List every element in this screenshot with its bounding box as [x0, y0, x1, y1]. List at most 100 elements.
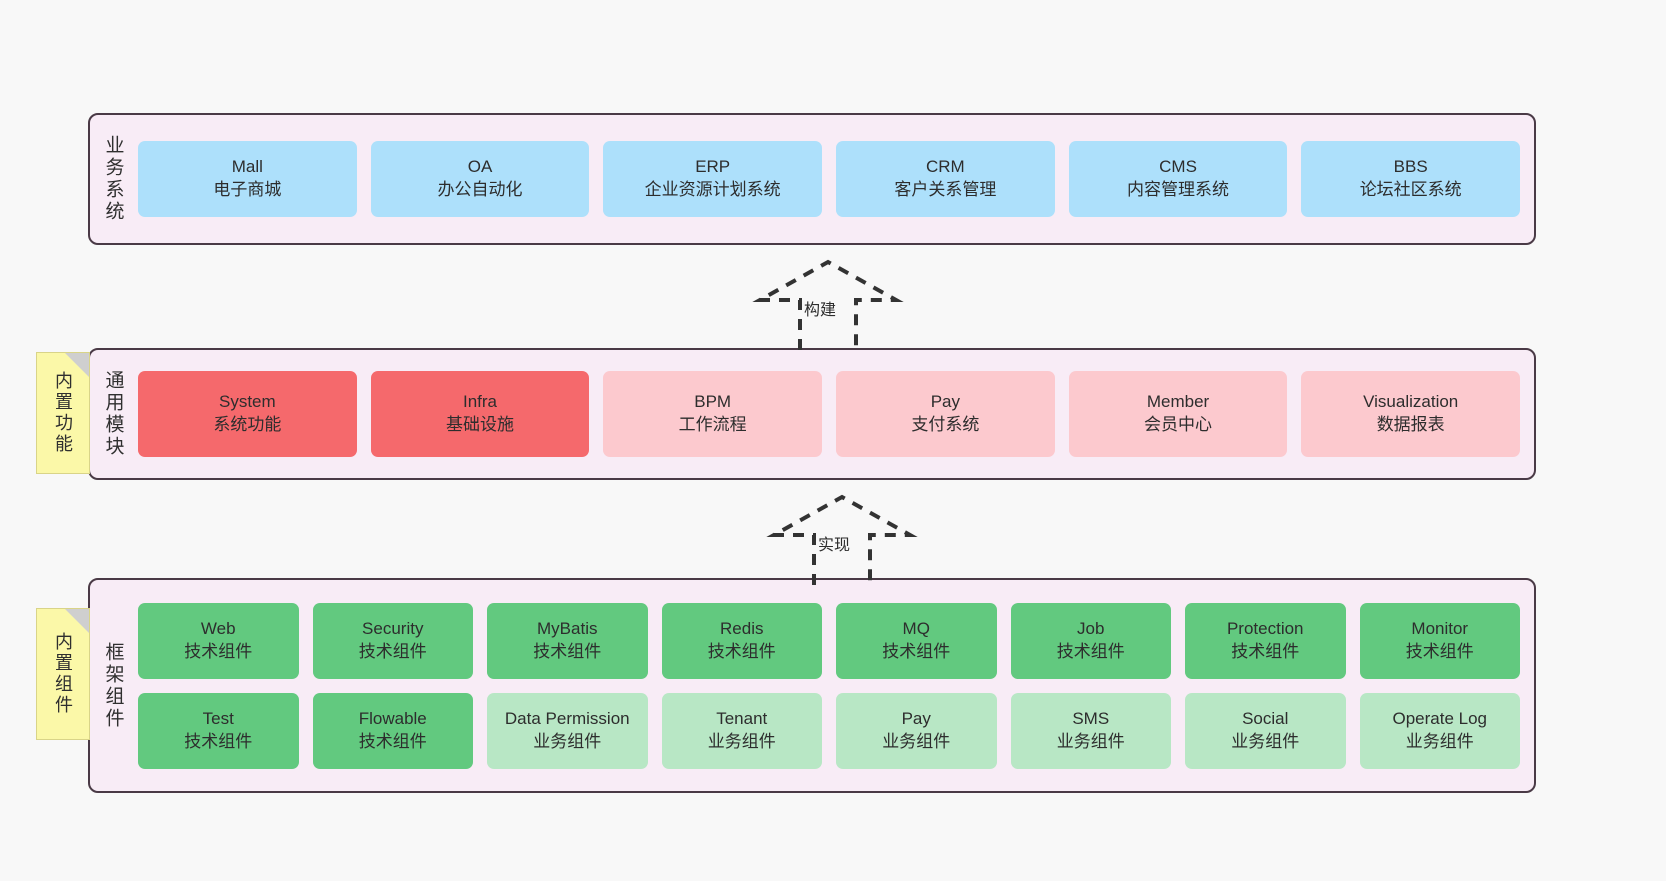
business-card-cms[interactable]: CMS 内容管理系统	[1068, 141, 1288, 217]
module-card-system[interactable]: System 系统功能	[138, 371, 357, 457]
framework-card-protection[interactable]: Protection 技术组件	[1185, 602, 1346, 679]
box-subtitle: 技术组件	[358, 641, 427, 661]
box-title: BPM	[694, 392, 732, 412]
framework-card-test[interactable]: Test 技术组件	[138, 692, 299, 769]
layer-business-label: 业务系统	[102, 135, 124, 223]
box-title: BBS	[1393, 157, 1428, 177]
layer-framework-label: 框架组件	[102, 641, 124, 730]
box-title: CMS	[1159, 157, 1197, 177]
framework-card-sms[interactable]: SMS 业务组件	[1010, 692, 1171, 769]
box-title: Flowable	[358, 708, 427, 728]
framework-card-flowable[interactable]: Flowable 技术组件	[312, 692, 473, 769]
box-title: CRM	[925, 157, 965, 177]
layer-business-system: 业务系统 Mall 电子商城 OA 办公自动化 ERP 企业资源计划系统 CRM 客户关系管理…	[88, 113, 1536, 245]
box-subtitle: 基础设施	[446, 415, 514, 434]
box-subtitle: 办公自动化	[437, 180, 523, 199]
framework-card-mq[interactable]: MQ 技术组件	[836, 602, 997, 679]
box-subtitle: 业务组件	[533, 731, 602, 751]
box-title: SMS	[1072, 708, 1110, 728]
box-subtitle: 技术组件	[1405, 641, 1474, 661]
box-title: Web	[200, 618, 236, 638]
box-title: Infra	[462, 392, 498, 412]
framework-card-monitor[interactable]: Monitor 技术组件	[1359, 602, 1520, 679]
business-card-erp[interactable]: ERP 企业资源计划系统	[603, 141, 823, 217]
connector-build-label: 构建	[804, 302, 837, 319]
module-card-pay[interactable]: Pay 支付系统	[836, 371, 1055, 457]
business-card-crm[interactable]: CRM 客户关系管理	[836, 141, 1055, 217]
sticky-note-builtin-components: 内置组件	[36, 608, 90, 740]
box-subtitle: 电子商城	[213, 180, 282, 199]
box-subtitle: 技术组件	[358, 731, 427, 751]
connector-implement-arrow: 实现	[766, 493, 918, 585]
framework-card-pay[interactable]: Pay 业务组件	[836, 692, 997, 769]
module-card-bpm[interactable]: BPM 工作流程	[603, 371, 823, 457]
box-subtitle: 业务组件	[1405, 731, 1474, 751]
box-title: OA	[467, 157, 493, 177]
box-title: Visualization	[1363, 392, 1459, 412]
framework-card-web[interactable]: Web 技术组件	[138, 602, 299, 679]
sticky-note-builtin-components-text: 内置组件	[53, 632, 73, 716]
box-subtitle: 业务组件	[1056, 731, 1125, 751]
business-card-bbs[interactable]: BBS 论坛社区系统	[1301, 141, 1521, 217]
box-title: System	[218, 392, 276, 412]
business-card-oa[interactable]: OA 办公自动化	[370, 141, 590, 217]
box-subtitle: 数据报表	[1376, 415, 1445, 434]
box-title: Monitor	[1411, 618, 1469, 638]
module-card-infra[interactable]: Infra 基础设施	[370, 371, 590, 457]
box-subtitle: 系统功能	[213, 415, 282, 434]
connector-implement-label: 实现	[818, 537, 851, 554]
box-title: Operate Log	[1392, 708, 1487, 728]
module-card-visualization[interactable]: Visualization 数据报表	[1301, 371, 1521, 457]
box-title: Pay	[901, 708, 931, 728]
box-subtitle: 技术组件	[184, 731, 253, 751]
framework-card-job[interactable]: Job 技术组件	[1010, 602, 1171, 679]
box-subtitle: 论坛社区系统	[1359, 180, 1462, 199]
box-subtitle: 技术组件	[533, 641, 602, 661]
framework-card-social[interactable]: Social 业务组件	[1185, 692, 1346, 769]
box-title: Mall	[231, 157, 263, 177]
box-subtitle: 内容管理系统	[1127, 180, 1230, 199]
connector-build-arrow: 构建	[752, 258, 904, 350]
layer-business-items: Mall 电子商城 OA 办公自动化 ERP 企业资源计划系统 CRM 客户关系管理 CMS 内容…	[136, 115, 1534, 243]
framework-card-security[interactable]: Security 技术组件	[312, 602, 473, 679]
dashed-hollow-arrow-icon	[766, 494, 918, 585]
box-subtitle: 技术组件	[882, 641, 951, 661]
box-title: Protection	[1226, 618, 1304, 638]
box-subtitle: 技术组件	[184, 641, 253, 661]
box-title: MQ	[902, 618, 930, 638]
sticky-note-builtin-features-text: 内置功能	[53, 371, 73, 455]
box-subtitle: 技术组件	[707, 641, 776, 661]
framework-card-redis[interactable]: Redis 技术组件	[661, 602, 822, 679]
box-title: Member	[1146, 392, 1210, 412]
box-title: Redis	[720, 618, 764, 638]
framework-card-operate-log[interactable]: Operate Log 业务组件	[1359, 692, 1520, 769]
box-subtitle: 客户关系管理	[894, 180, 997, 199]
box-title: Pay	[930, 392, 960, 412]
box-subtitle: 支付系统	[911, 415, 980, 434]
box-title: Social	[1242, 708, 1289, 728]
business-card-mall[interactable]: Mall 电子商城	[138, 141, 357, 217]
box-subtitle: 工作流程	[678, 415, 747, 434]
box-title: Test	[202, 708, 234, 728]
box-subtitle: 企业资源计划系统	[644, 180, 781, 199]
box-title: ERP	[695, 157, 731, 177]
box-subtitle: 业务组件	[707, 731, 776, 751]
dashed-hollow-arrow-icon	[752, 259, 904, 350]
box-title: Security	[362, 618, 424, 638]
box-subtitle: 技术组件	[1231, 641, 1300, 661]
box-title: Job	[1077, 618, 1105, 638]
box-subtitle: 业务组件	[882, 731, 951, 751]
box-subtitle: 业务组件	[1231, 731, 1300, 751]
box-subtitle: 技术组件	[1056, 641, 1125, 661]
